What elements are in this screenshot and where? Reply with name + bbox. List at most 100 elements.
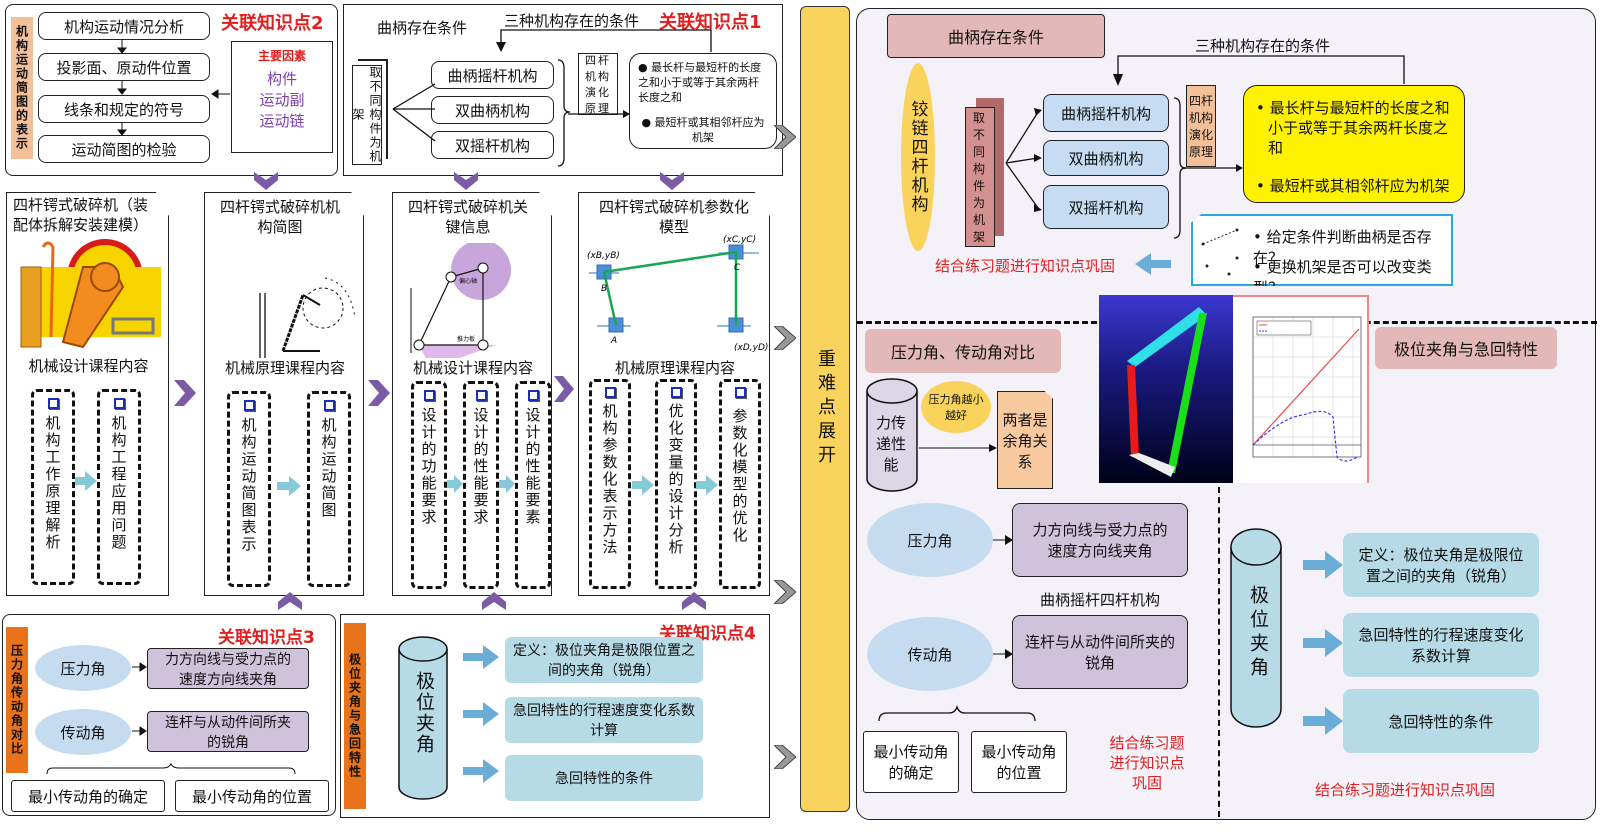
item-box: 机构运动简图 — [307, 391, 351, 587]
sketch-diagram — [259, 277, 355, 358]
crank-rocker-label: 曲柄摇杆四杆机构 — [1039, 591, 1160, 609]
point-b: B — [601, 284, 607, 294]
condition-2: • 最短杆或其相邻杆应为机架 — [1256, 177, 1450, 195]
chevron-right-icon — [174, 380, 196, 406]
step-1: 机构运动情况分析 — [38, 12, 210, 40]
tag-3: 关联知识点3 — [218, 628, 315, 648]
point-b-coord: (xB,yB) — [587, 251, 620, 261]
side-label: 压力角传动角对比 — [6, 627, 28, 773]
question-1: • 给定条件判断曲柄是否存在？ — [1253, 228, 1432, 267]
force-cylinder — [866, 378, 918, 492]
step-4: 运动简图的检验 — [38, 135, 210, 163]
crank-title: 曲柄存在条件 — [887, 14, 1105, 58]
angle-chart — [1233, 295, 1369, 483]
chevron-up-icon — [682, 592, 706, 610]
panel-pressure-angle: 压力角传动角对比 关联知识点3 压力角 传动角 力方向线与受力点的速度方向线夹角… — [2, 614, 336, 816]
item-box: 机构工作原理解析 — [31, 389, 75, 585]
arrow-right-icon — [447, 475, 463, 493]
arrow-right-icon — [463, 702, 499, 726]
def-pressure: 力方向线与受力点的速度方向线夹角 — [1012, 503, 1188, 577]
key-points-bar: 重难点展开 — [800, 6, 850, 812]
term-transmission: 传动角 — [867, 617, 993, 691]
card-crusher-assembly: 四杆锷式破碎机（装配体拆解安装建模） 机械设计课程内容 机构工作原理解析 机构工… — [6, 192, 169, 596]
point-d-coord: (xD,yD) — [734, 343, 768, 353]
question-2: • 更换机架是否可以改变类型？ — [1253, 258, 1432, 297]
evolution-box: 四杆机构演化原理 — [578, 53, 618, 115]
chevron-up-icon — [482, 592, 506, 610]
min-angle-position: 最小传动角的位置 — [175, 780, 329, 812]
arrow-right-icon — [1303, 551, 1343, 579]
term-pressure: 压力角 — [35, 645, 131, 691]
crank-connectors — [392, 29, 712, 167]
mechanism-1: 曲柄摇杆机构 — [1043, 94, 1169, 132]
card-crusher-key-info: 四杆锷式破碎机关键信息 偏心轴 推力板 机械设计课程内容 设计的功能要求 设计的… — [392, 192, 552, 596]
force-cylinder-label: 力传递性能 — [875, 414, 906, 474]
extreme-title: 极位夹角与急回特性 — [1375, 327, 1557, 369]
min-angle-position: 最小传动角的位置 — [971, 731, 1067, 793]
chevron-right-icon — [774, 125, 796, 149]
arrow-right-icon — [1303, 629, 1343, 657]
item-box: 设计的性能要求 — [463, 381, 499, 589]
arrow-right-icon — [696, 475, 718, 495]
card-title: 四杆锷式破碎机（装配体拆解安装建模） — [13, 196, 149, 234]
pressure-title: 压力角、传动角对比 — [865, 329, 1061, 373]
crank-title: 曲柄存在条件 — [377, 19, 468, 37]
arrow-right-icon — [993, 535, 1013, 545]
min-angle-determine: 最小传动角的确定 — [863, 731, 959, 793]
condition-2: ● 最短杆或其相邻杆应为机架 — [641, 116, 765, 144]
arrow-right-icon — [993, 649, 1013, 659]
item-box: 机构工程应用问题 — [97, 389, 141, 585]
mechanism-3: 双摇杆机构 — [1043, 185, 1169, 229]
pressure-arrows — [46, 662, 296, 775]
loop-label: 三种机构存在的条件 — [504, 12, 640, 30]
frame-box: 取不同构件为机架 — [965, 107, 995, 247]
param-model-diagram: (xB,yB) B A (xC,yC) C (xD,yD) — [587, 235, 768, 353]
evolution-box: 四杆机构演化原理 — [1186, 85, 1216, 167]
brace — [878, 704, 1036, 722]
extreme-item-3: 急回特性的条件 — [505, 755, 703, 801]
tag-2: 关联知识点2 — [221, 13, 324, 34]
practice-text-1: 结合练习题进行知识点巩固 — [935, 257, 1116, 275]
panel-crank-condition: 曲柄存在条件 三种机构存在的条件 关联知识点1 取不同构件为机架 曲柄摇杆机构 … — [343, 4, 783, 176]
complement-box: 两者是余角关系 — [997, 391, 1053, 489]
factor: 构件 — [266, 70, 297, 88]
arrow-right-icon — [632, 475, 654, 495]
mechanism-2: 双曲柄机构 — [1043, 140, 1169, 176]
factors-box: 主要因素 构件 运动副 运动链 — [231, 41, 333, 153]
point-a: A — [610, 336, 617, 346]
item-box: 参数化模型的优化 — [719, 379, 761, 589]
factors-title: 主要因素 — [257, 49, 306, 63]
label-thrust: 推力板 — [457, 335, 475, 343]
divider-horizontal — [857, 321, 1097, 324]
card-title: 四杆锷式破碎机机构简图 — [219, 198, 340, 236]
simulation-image — [1099, 295, 1233, 483]
course-label: 机械设计课程内容 — [28, 357, 149, 375]
extreme-cylinder-label: 极位夹角 — [1247, 585, 1269, 681]
item-box: 机构参数化表示方法 — [589, 379, 631, 589]
sketch-arrows — [116, 40, 230, 136]
side-label: 机构运动简图的表示 — [11, 17, 33, 159]
card-title: 四杆锷式破碎机参数化模型 — [599, 198, 750, 236]
arrow-right-icon — [463, 759, 499, 783]
four-bar-render — [1127, 307, 1207, 477]
factor: 运动链 — [259, 112, 305, 130]
panel-extreme-angle: 极位夹角与急回特性 关联知识点4 极位夹角 定义：极位夹角是极限位置之间的夹角（… — [340, 614, 770, 818]
label-eccentric: 偏心轴 — [459, 277, 477, 285]
condition-1: • 最长杆与最短杆的长度之和小于或等于其余两杆长度之和 — [1256, 99, 1450, 157]
key-info-diagram: 偏心轴 推力板 — [410, 243, 511, 358]
arrow-right-icon — [463, 645, 499, 669]
divider-horizontal — [1229, 321, 1597, 324]
hinge-four-bar: 铰链四杆机构 — [901, 63, 935, 251]
chevron-right-icon — [368, 380, 390, 406]
cylinder-label: 极位夹角 — [413, 671, 435, 755]
extreme-item-2: 急回特性的行程速度变化系数计算 — [505, 697, 703, 743]
extreme-item-2: 急回特性的行程速度变化系数计算 — [1343, 613, 1539, 677]
mechanism-2: 双曲柄机构 — [431, 96, 554, 124]
conditions-box: ● 最长杆与最短杆的长度之和小于或等于其余两杆长度之和 ● 最短杆或其相邻杆应为… — [629, 53, 777, 149]
factor: 运动副 — [259, 91, 305, 109]
arrow-right-icon — [499, 475, 515, 493]
chevron-down-icon — [454, 172, 478, 190]
conditions-box: • 最长杆与最短杆的长度之和小于或等于其余两杆长度之和 • 最短杆或其相邻杆应为… — [1243, 85, 1465, 203]
frame-box: 取不同构件为机架 — [351, 65, 382, 165]
extreme-item-3: 急回特性的条件 — [1343, 689, 1539, 753]
